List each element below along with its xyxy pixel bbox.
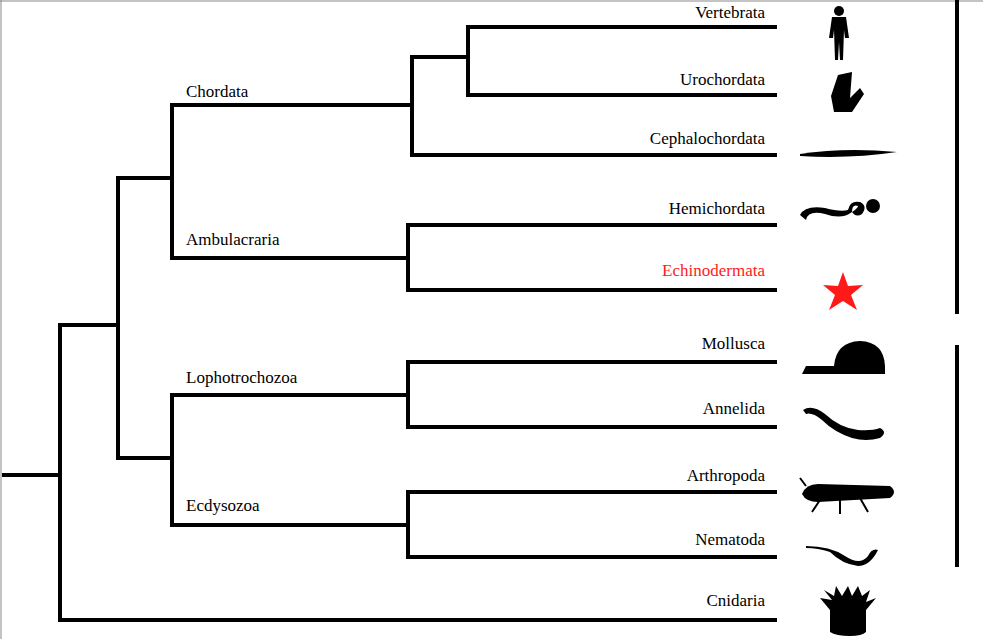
snail-silhouette	[802, 341, 885, 374]
taxon-label: Cnidaria	[706, 591, 765, 611]
taxon-label: Vertebrata	[695, 3, 765, 23]
frame-edge	[0, 1, 983, 2]
acorn-worm-silhouette	[800, 199, 880, 220]
annelid-silhouette	[803, 408, 884, 440]
taxon-label: Nematoda	[695, 530, 765, 550]
ecdysozoa-branches	[172, 492, 775, 557]
frame-edge	[1, 0, 2, 639]
starfish-silhouette	[823, 272, 863, 310]
nematode-silhouette	[806, 546, 878, 566]
anemone-silhouette	[820, 586, 876, 636]
clade-label: Chordata	[186, 82, 248, 102]
root-branches	[4, 178, 775, 620]
taxon-label: Cephalochordata	[650, 129, 765, 149]
lophotrochozoa-branches	[172, 362, 775, 525]
clade-label: Ambulacraria	[186, 230, 279, 250]
taxon-label: Annelida	[703, 399, 765, 419]
ambulacraria-branches	[172, 225, 775, 290]
taxon-label: Mollusca	[702, 334, 765, 354]
silhouettes	[800, 6, 897, 636]
group-bracket	[955, 0, 959, 565]
taxon-label: Hemichordata	[669, 199, 765, 219]
taxon-label: Echinodermata	[662, 261, 765, 281]
clade-label: Lophotrochozoa	[186, 368, 297, 388]
taxon-label: Arthropoda	[687, 466, 765, 486]
lancelet-silhouette	[800, 150, 897, 157]
human-silhouette	[829, 6, 849, 60]
clade-label: Ecdysozoa	[186, 496, 260, 516]
insect-silhouette	[800, 478, 894, 514]
tunicate-silhouette	[831, 72, 864, 112]
taxon-label: Urochordata	[680, 70, 765, 90]
